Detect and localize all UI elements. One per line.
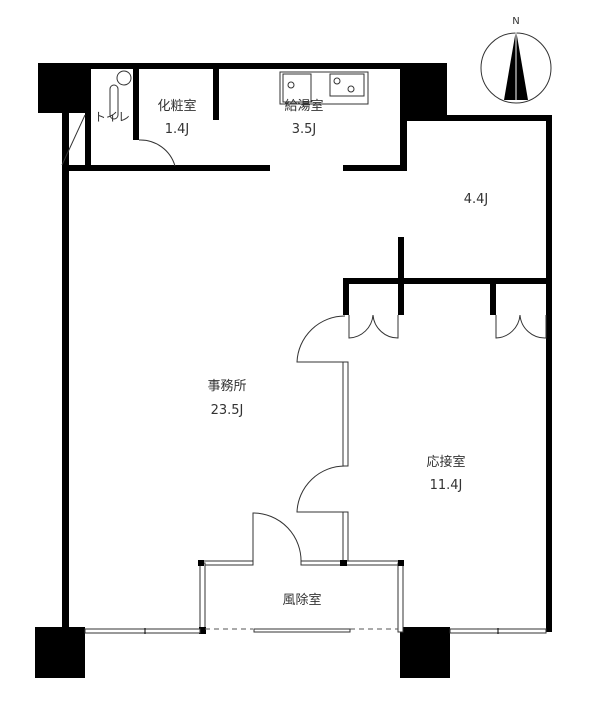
kitchen-sink: [279, 71, 369, 105]
columns: [35, 63, 450, 678]
toilet-fixture: [61, 70, 132, 166]
compass-label: N: [512, 16, 519, 27]
windows: [84, 628, 547, 634]
compass: N: [480, 16, 552, 104]
vestibule-walls: [198, 560, 404, 634]
reception-label: 応接室: [426, 454, 465, 470]
powder-room-label: 化粧室: [157, 98, 196, 114]
glass-partition: [342, 361, 349, 564]
kitchenette-label: 給湯室: [284, 98, 323, 114]
office-label: 事務所: [207, 379, 246, 394]
vestibule-door[interactable]: [252, 512, 302, 564]
reception-double-door-left[interactable]: [348, 314, 399, 339]
kitchenette-size: 3.5J: [292, 122, 317, 137]
toilet-label: トイレ: [94, 110, 130, 124]
doors: [138, 139, 547, 564]
office-door-upper[interactable]: [296, 315, 346, 363]
walls: [38, 63, 552, 632]
powder-room-size: 1.4J: [165, 122, 190, 137]
reception-size: 11.4J: [430, 478, 463, 493]
vestibule-label: 風除室: [282, 592, 321, 608]
powder-room-door[interactable]: [138, 139, 176, 167]
storage-size: 4.4J: [464, 192, 489, 207]
office-door-lower[interactable]: [296, 465, 346, 513]
reception-double-door-right[interactable]: [495, 314, 547, 339]
office-size: 23.5J: [211, 403, 244, 418]
